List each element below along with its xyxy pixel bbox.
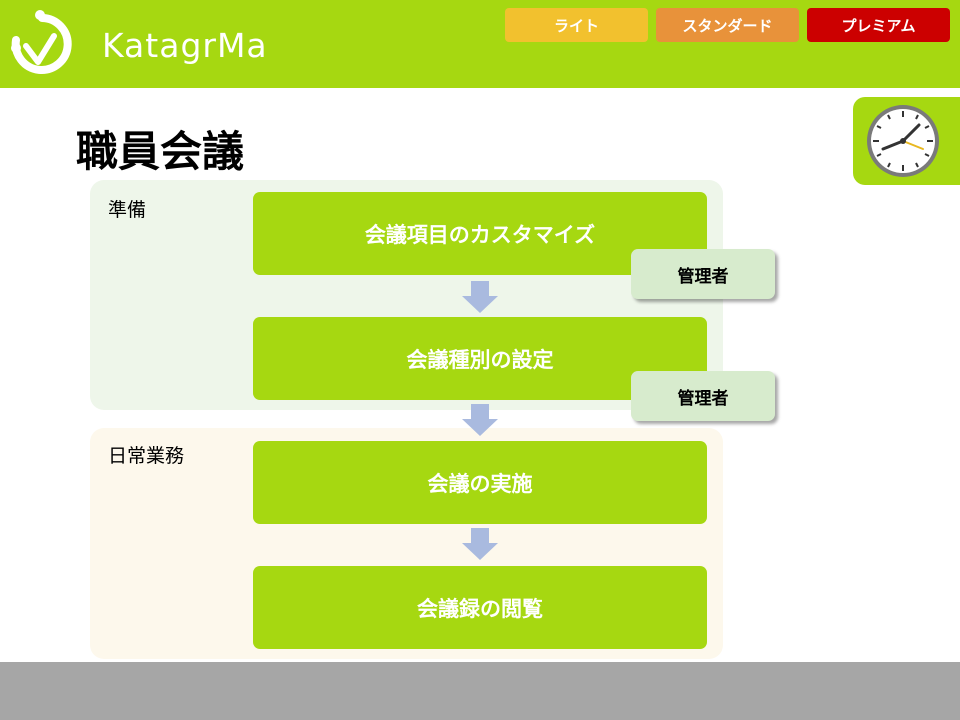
step-hold-meeting[interactable]: 会議の実施 xyxy=(253,441,707,524)
plan-lite-button[interactable]: ライト xyxy=(505,8,648,42)
footer-bar xyxy=(0,662,960,720)
arrow-down-icon xyxy=(462,404,498,436)
clock-tab[interactable] xyxy=(853,97,960,185)
section-label-daily-work: 日常業務 xyxy=(108,445,185,467)
clock-icon xyxy=(867,105,939,177)
header-bar: KatagrMa ライト スタンダード プレミアム xyxy=(0,0,960,88)
section-label-preparation: 準備 xyxy=(108,199,147,221)
plan-standard-button[interactable]: スタンダード xyxy=(656,8,799,42)
brand-name[interactable]: KatagrMa xyxy=(102,26,268,65)
arrow-down-icon xyxy=(462,281,498,313)
plan-premium-button[interactable]: プレミアム xyxy=(807,8,950,42)
step-view-minutes[interactable]: 会議録の閲覧 xyxy=(253,566,707,649)
role-badge-admin: 管理者 xyxy=(631,371,775,421)
arrow-down-icon xyxy=(462,528,498,560)
page-title: 職員会議 xyxy=(76,127,245,176)
katagrma-logo-icon xyxy=(11,10,72,74)
role-badge-admin: 管理者 xyxy=(631,249,775,299)
